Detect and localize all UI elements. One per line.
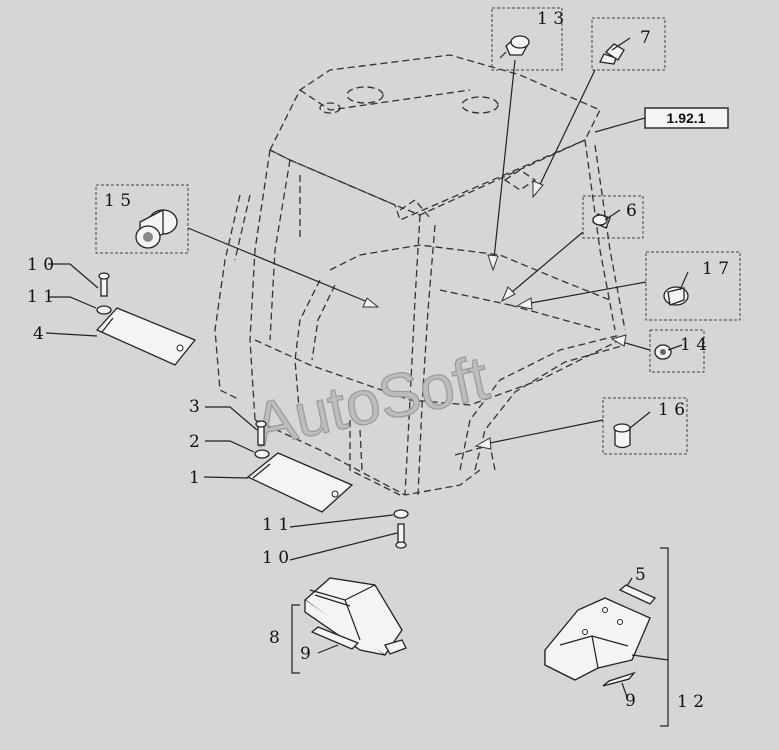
callout-11-bottom: 1 1 — [262, 515, 289, 535]
callout-7: 7 — [640, 28, 651, 48]
callout-3: 3 — [189, 397, 200, 417]
callout-9-right: 9 — [625, 691, 636, 711]
lower-screws[interactable]: 1 1 1 0 — [262, 509, 409, 568]
part-14[interactable]: 1 4 — [610, 329, 707, 373]
cab-frame — [214, 54, 626, 496]
part-17[interactable]: 1 7 — [515, 251, 741, 321]
callout-2: 2 — [189, 432, 200, 452]
watermark: AutoSoft — [248, 343, 495, 460]
callout-5: 5 — [635, 565, 646, 585]
callout-4: 4 — [33, 324, 44, 344]
callout-12: 1 2 — [677, 692, 704, 712]
part-1-cover-plate[interactable]: 3 2 1 — [189, 397, 354, 513]
callout-6: 6 — [626, 201, 637, 221]
part-16[interactable]: 1 6 — [474, 397, 688, 455]
callout-11-top: 1 1 — [27, 287, 54, 307]
part-12-duct[interactable]: 5 9 1 2 — [544, 547, 704, 727]
callout-10-bottom: 1 0 — [262, 548, 289, 568]
callout-1: 1 — [189, 468, 200, 488]
callout-10-top: 1 0 — [27, 255, 54, 275]
part-15[interactable]: 1 5 — [95, 184, 380, 308]
reference-label: 1.92.1 — [667, 110, 706, 126]
callout-9-left: 9 — [300, 644, 311, 664]
reference-box[interactable]: 1.92.1 — [594, 107, 729, 133]
part-8-duct[interactable]: 8 9 — [269, 577, 407, 674]
part-13[interactable]: 1 3 — [487, 7, 564, 272]
callout-15: 1 5 — [104, 191, 131, 211]
callout-17: 1 7 — [702, 259, 729, 279]
part-4-cover-plate[interactable]: 1 0 1 1 4 — [27, 255, 197, 366]
callout-16: 1 6 — [658, 400, 685, 420]
callout-13: 1 3 — [537, 9, 564, 29]
callout-14: 1 4 — [680, 335, 707, 355]
callout-8: 8 — [269, 628, 280, 648]
part-7[interactable]: 7 — [532, 17, 666, 199]
part-6[interactable]: 6 — [500, 195, 644, 303]
